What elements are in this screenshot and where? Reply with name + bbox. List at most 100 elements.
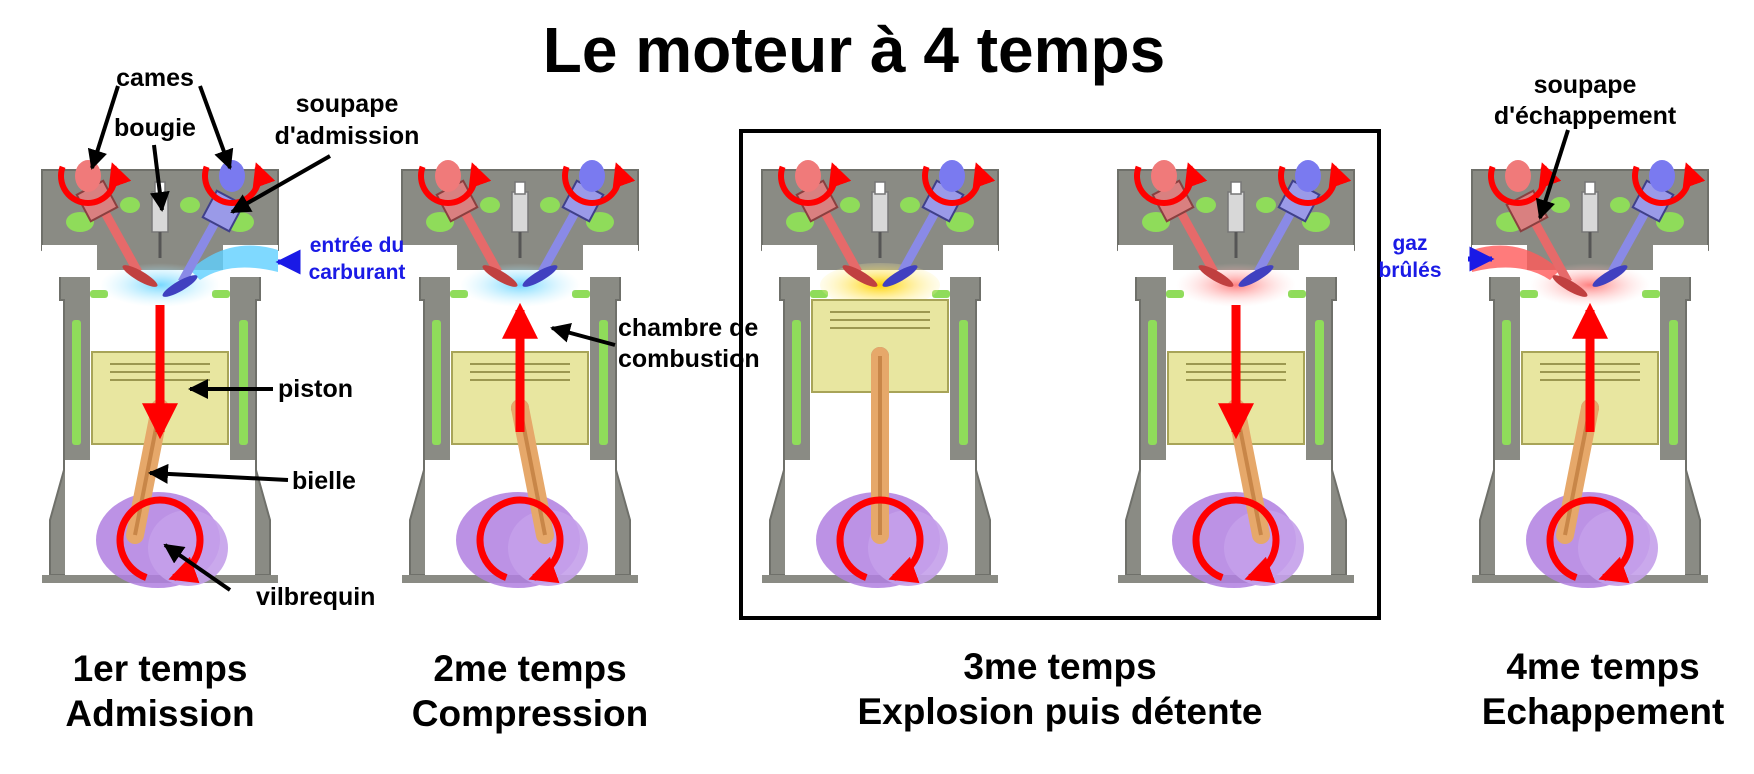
cooling-head-inner-right bbox=[1256, 197, 1276, 213]
exhaust-cam-rotation-arrow bbox=[1134, 162, 1208, 206]
intake-valve-head bbox=[522, 265, 558, 287]
label-chambre-2: combustion bbox=[618, 345, 760, 373]
arrow-chambre-combustion bbox=[550, 323, 616, 347]
spark-plug-tip bbox=[874, 181, 886, 195]
engines-layer bbox=[41, 160, 1709, 588]
cooling-channel-left bbox=[432, 320, 441, 445]
label-bougie: bougie bbox=[114, 114, 196, 142]
intake-cam-rotation-arrow bbox=[922, 162, 996, 206]
intake-cam bbox=[579, 160, 605, 192]
intake-cam-rotation-arrow bbox=[1278, 162, 1352, 206]
crank-rotation-arrow bbox=[476, 496, 564, 584]
cooling-channel-right bbox=[599, 320, 608, 445]
cooling-channel-left bbox=[1148, 320, 1157, 445]
spark-plug bbox=[871, 191, 889, 233]
cooling-head-inner-left bbox=[480, 197, 500, 213]
spark-plug-tip bbox=[1584, 181, 1596, 195]
arrow-cames-right bbox=[198, 85, 234, 170]
engine-5-echappement bbox=[1471, 160, 1709, 588]
cooling-head-right bbox=[1302, 212, 1330, 232]
spark-plug bbox=[1227, 191, 1245, 233]
cooling-channel-right bbox=[1669, 320, 1678, 445]
exhaust-cam bbox=[1505, 160, 1531, 192]
crankshaft-counterweight bbox=[1224, 510, 1304, 586]
crankshaft-counterweight bbox=[508, 510, 588, 586]
cooling-head-inner-right bbox=[1610, 197, 1630, 213]
crankshaft-counterweight bbox=[1578, 510, 1658, 586]
arrow-bougie bbox=[149, 144, 170, 212]
label-bielle: bielle bbox=[292, 467, 356, 495]
cooling-channel-left bbox=[72, 320, 81, 445]
label-piston: piston bbox=[278, 375, 353, 403]
label-soupape-admission-1: soupape bbox=[296, 90, 399, 118]
intake-port bbox=[1299, 245, 1354, 277]
intake-valve-head bbox=[882, 265, 918, 287]
spark-plug bbox=[511, 191, 529, 233]
label-entree-1: entrée du bbox=[310, 234, 405, 257]
exhaust-cam bbox=[435, 160, 461, 192]
exhaust-cam-rotation-arrow bbox=[58, 162, 132, 206]
intake-cam bbox=[1295, 160, 1321, 192]
cooling-channel-left bbox=[792, 320, 801, 445]
crankshaft-counterweight bbox=[148, 510, 228, 586]
exhaust-valve-head bbox=[842, 265, 878, 287]
intake-cam bbox=[1649, 160, 1675, 192]
caption-stroke-2-line1: 2me temps bbox=[433, 648, 626, 689]
cooling-head-right bbox=[946, 212, 974, 232]
combustion-chamber-glow bbox=[460, 263, 580, 307]
cooling-head-inner-right bbox=[540, 197, 560, 213]
page-title: Le moteur à 4 temps bbox=[543, 14, 1165, 86]
intake-cam-rotation-arrow bbox=[1632, 162, 1706, 206]
label-gaz-1: gaz bbox=[1392, 232, 1427, 255]
spark-plug-tip bbox=[1230, 181, 1242, 195]
cooling-head-inner-left bbox=[840, 197, 860, 213]
label-cames: cames bbox=[116, 64, 194, 92]
caption-stroke-3-line2: Explosion puis détente bbox=[858, 691, 1263, 732]
exhaust-valve-head bbox=[482, 265, 518, 287]
intake-cam bbox=[219, 160, 245, 192]
exhaust-cam bbox=[75, 160, 101, 192]
cooling-channel-right bbox=[1315, 320, 1324, 445]
caption-stroke-4-line1: 4me temps bbox=[1506, 646, 1699, 687]
intake-valve-head bbox=[1238, 265, 1274, 287]
label-soupape-echap-1: soupape bbox=[1534, 71, 1637, 99]
exhaust-port bbox=[762, 245, 817, 277]
arrow-bielle bbox=[148, 463, 289, 484]
annotation-arrows bbox=[87, 85, 1570, 592]
caption-stroke-1-line1: 1er temps bbox=[73, 648, 248, 689]
label-soupape-echap-2: d'échappement bbox=[1494, 102, 1677, 130]
label-gaz-2: brûlés bbox=[1378, 259, 1441, 282]
cooling-head-inner-left bbox=[1196, 197, 1216, 213]
intake-valve-head bbox=[162, 275, 198, 297]
intake-valve-head bbox=[1592, 265, 1628, 287]
arrow-cames-left bbox=[87, 85, 120, 170]
cooling-head-right bbox=[586, 212, 614, 232]
combustion-chamber-glow bbox=[1176, 263, 1296, 307]
cooling-channel-left bbox=[1502, 320, 1511, 445]
caption-stroke-2-line2: Compression bbox=[412, 693, 648, 734]
spark-plug bbox=[1581, 191, 1599, 233]
cooling-head-left bbox=[1142, 212, 1170, 232]
engine-3-explosion bbox=[761, 160, 999, 588]
intake-cam bbox=[939, 160, 965, 192]
exhaust-valve-head bbox=[122, 265, 158, 287]
cooling-head-right bbox=[1656, 212, 1684, 232]
cooling-channel-right bbox=[239, 320, 248, 445]
crank-rotation-arrow bbox=[1192, 496, 1280, 584]
label-entree-2: carburant bbox=[309, 261, 406, 284]
exhaust-port bbox=[402, 245, 457, 277]
cooling-head-inner-right bbox=[900, 197, 920, 213]
exhaust-valve-head bbox=[1552, 275, 1588, 297]
exhaust-valve-head bbox=[1198, 265, 1234, 287]
annotation-labels: cames bougie soupape d'admission entrée … bbox=[114, 64, 1677, 611]
cooling-head-left bbox=[426, 212, 454, 232]
engine-1-admission bbox=[41, 160, 279, 588]
arrow-vilbrequin bbox=[163, 543, 232, 592]
exhaust-port bbox=[1118, 245, 1173, 277]
arrow-soupape-echappement bbox=[1535, 129, 1570, 220]
intake-cam-rotation-arrow bbox=[562, 162, 636, 206]
spark-plug-tip bbox=[514, 181, 526, 195]
intake-port bbox=[583, 245, 638, 277]
cooling-head-inner-right bbox=[180, 197, 200, 213]
label-soupape-admission-2: d'admission bbox=[275, 122, 420, 150]
